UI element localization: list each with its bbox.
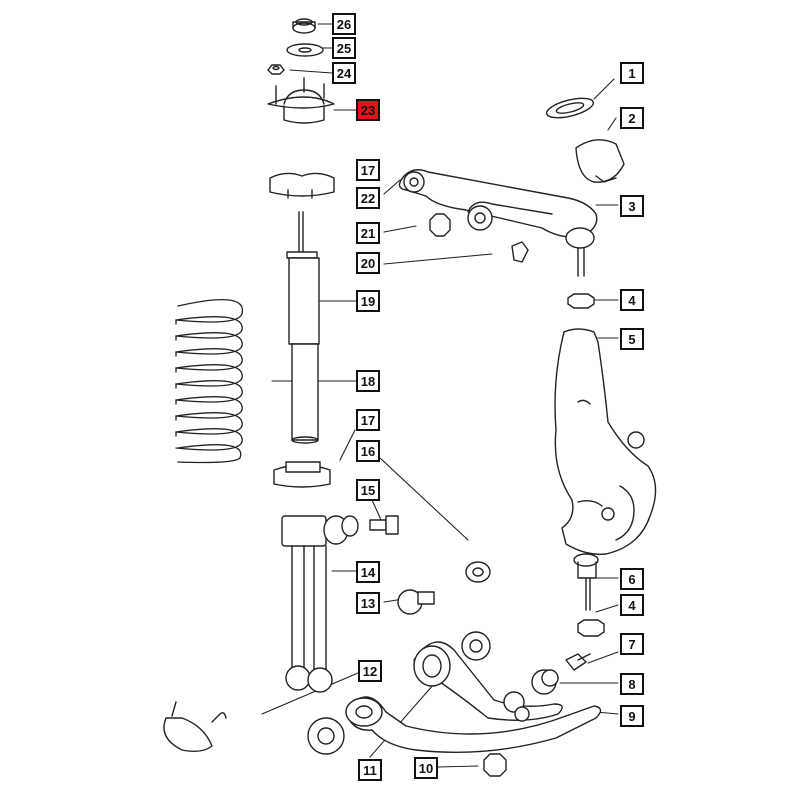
part-16-bushing — [465, 561, 491, 583]
part-17-lower-isolator — [273, 461, 331, 488]
callout-18[interactable]: 18 — [356, 370, 380, 392]
part-12-clip — [163, 701, 227, 753]
part-6-ball-joint — [573, 553, 599, 611]
part-9-lower-control-arm — [307, 696, 602, 755]
part-17-upper-isolator — [269, 172, 335, 199]
part-1-cap — [545, 97, 595, 119]
part-3-upper-control-arm — [398, 169, 598, 277]
part-2-jounce-bumper — [575, 139, 625, 183]
callout-19[interactable]: 19 — [356, 290, 380, 312]
part-5-steering-knuckle — [554, 328, 657, 555]
callout-2[interactable]: 2 — [620, 107, 644, 129]
part-14-shock-clevis — [281, 515, 359, 693]
callout-23-highlighted[interactable]: 23 — [356, 99, 380, 121]
part-18-coil-spring — [175, 298, 244, 464]
part-25-washer — [286, 43, 324, 57]
part-24-nut — [267, 64, 285, 75]
part-19-shock-absorber — [286, 211, 320, 444]
callout-3[interactable]: 3 — [620, 195, 644, 217]
callout-25[interactable]: 25 — [332, 37, 356, 59]
callout-8[interactable]: 8 — [620, 673, 644, 695]
callout-17-upper[interactable]: 17 — [356, 159, 380, 181]
callout-13[interactable]: 13 — [356, 592, 380, 614]
part-10-nut — [483, 753, 507, 777]
part-4-nut-lower — [577, 619, 605, 637]
callout-17-lower[interactable]: 17 — [356, 409, 380, 431]
callout-22[interactable]: 22 — [356, 187, 380, 209]
callout-9[interactable]: 9 — [620, 705, 644, 727]
callout-10[interactable]: 10 — [414, 757, 438, 779]
leader-lines — [261, 23, 619, 768]
part-26-nut — [292, 18, 316, 34]
part-11-lower-control-arm — [413, 631, 563, 722]
part-15-bolt — [369, 515, 399, 535]
callout-5[interactable]: 5 — [620, 328, 644, 350]
part-23-upper-mount — [267, 77, 335, 124]
callout-6[interactable]: 6 — [620, 568, 644, 590]
callout-26[interactable]: 26 — [332, 13, 356, 35]
callout-11[interactable]: 11 — [358, 759, 382, 781]
callout-7[interactable]: 7 — [620, 633, 644, 655]
callout-24[interactable]: 24 — [332, 62, 356, 84]
part-7-sensor — [565, 653, 591, 671]
part-4-nut-upper — [567, 293, 595, 309]
part-21-nut — [429, 213, 451, 237]
callout-12[interactable]: 12 — [358, 660, 382, 682]
callout-21[interactable]: 21 — [356, 222, 380, 244]
callout-15[interactable]: 15 — [356, 479, 380, 501]
callout-4-lower[interactable]: 4 — [620, 594, 644, 616]
callout-1[interactable]: 1 — [620, 62, 644, 84]
callout-20[interactable]: 20 — [356, 252, 380, 274]
callout-14[interactable]: 14 — [356, 561, 380, 583]
callout-4-upper[interactable]: 4 — [620, 289, 644, 311]
part-8-bushing — [531, 669, 559, 695]
part-13-cam-bolt — [397, 589, 435, 615]
callout-16[interactable]: 16 — [356, 440, 380, 462]
part-20-bolt — [511, 241, 529, 263]
